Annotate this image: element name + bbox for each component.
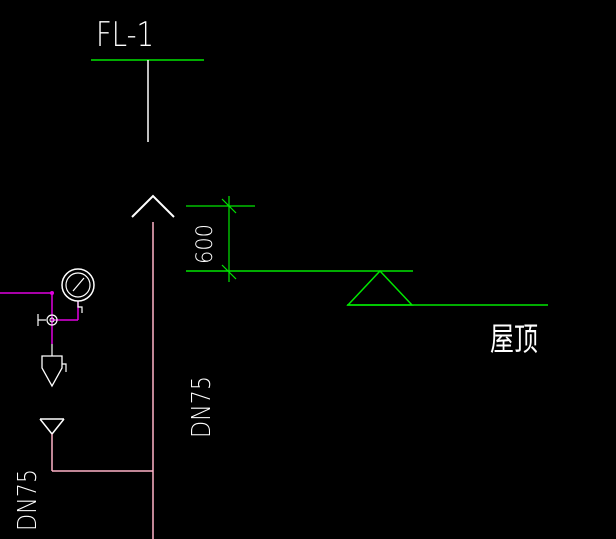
pressure-gauge-icon — [61, 268, 95, 313]
branch-pipe-size-label: DN75 — [13, 469, 43, 531]
roof-label: 屋顶 — [490, 320, 538, 358]
funnel-icon — [39, 418, 65, 436]
funnel-branch-pipe — [51, 434, 153, 472]
main-pipe-size-label: DN75 — [187, 376, 217, 438]
dimension-600 — [186, 196, 255, 282]
gauge-branch — [0, 291, 79, 344]
riser-id-label: FL-1 — [96, 15, 154, 55]
roof-elevation-marker — [186, 269, 548, 306]
vent-cap-icon — [131, 194, 175, 218]
dimension-label: 600 — [193, 224, 218, 264]
drain-cap-icon — [41, 344, 67, 388]
elevation-triangle-icon — [346, 269, 414, 306]
valve-icon — [37, 314, 58, 326]
